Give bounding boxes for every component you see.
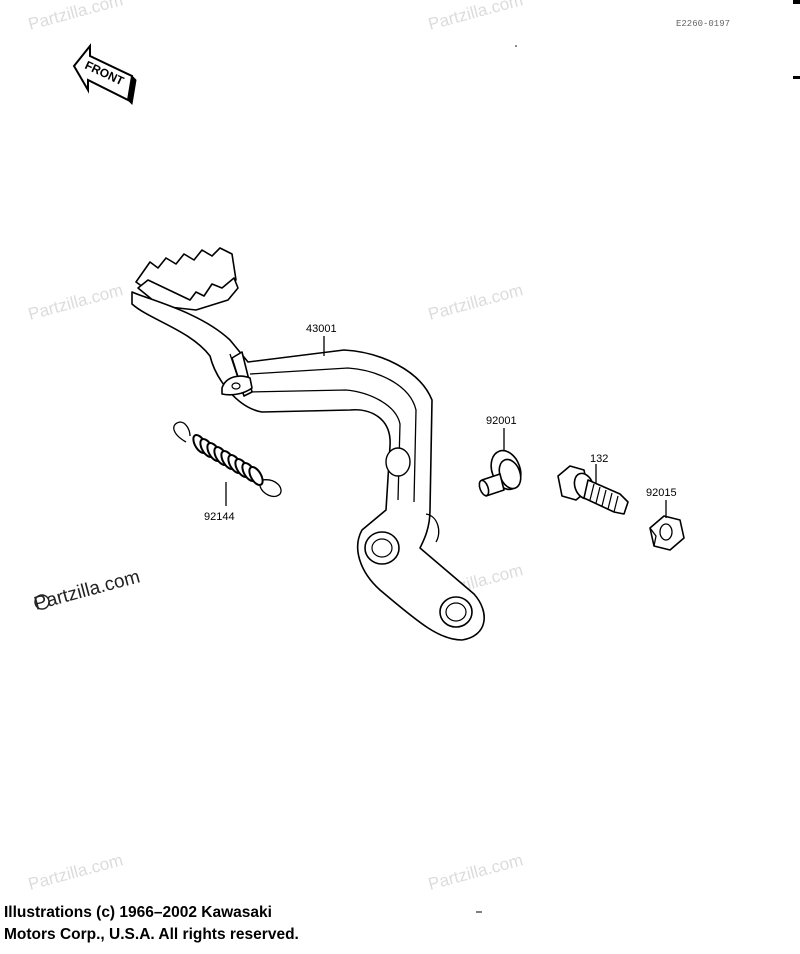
nut-92015 [649,515,685,551]
copyright-line-1: Illustrations (c) 1966–2002 Kawasaki [4,904,272,921]
edge-mark [793,76,800,79]
copyright-symbol-icon [34,594,50,610]
watermark-group: Partzilla.com Partzilla.com Partzilla.co… [26,0,525,894]
stray-mark [515,45,517,47]
watermark: Partzilla.com [426,280,525,324]
watermark: Partzilla.com [26,0,125,34]
part-number-92015: 92015 [646,487,677,499]
copyright-line-2: Motors Corp., U.S.A. All rights reserved… [4,926,299,943]
spring-92144 [173,421,282,498]
copyright-notice: Illustrations (c) 1966–2002 Kawasaki Mot… [4,902,299,946]
front-arrow-icon: FRONT [72,43,137,106]
brake-pedal-43001 [131,247,485,641]
watermark: Partzilla.com [26,850,125,894]
part-number-92144: 92144 [204,511,235,523]
watermark: Partzilla.com [26,280,125,324]
watermark-dark: Partzilla.com [32,566,142,614]
part-number-43001: 43001 [306,323,337,335]
watermark: Partzilla.com [426,850,525,894]
pin-92001 [478,449,522,497]
watermark: Partzilla.com [426,0,525,34]
edge-mark [793,0,800,4]
part-number-132: 132 [590,453,608,465]
bolt-132 [557,465,629,515]
part-number-92001: 92001 [486,415,517,427]
diagram-code: E2260-0197 [676,19,730,29]
